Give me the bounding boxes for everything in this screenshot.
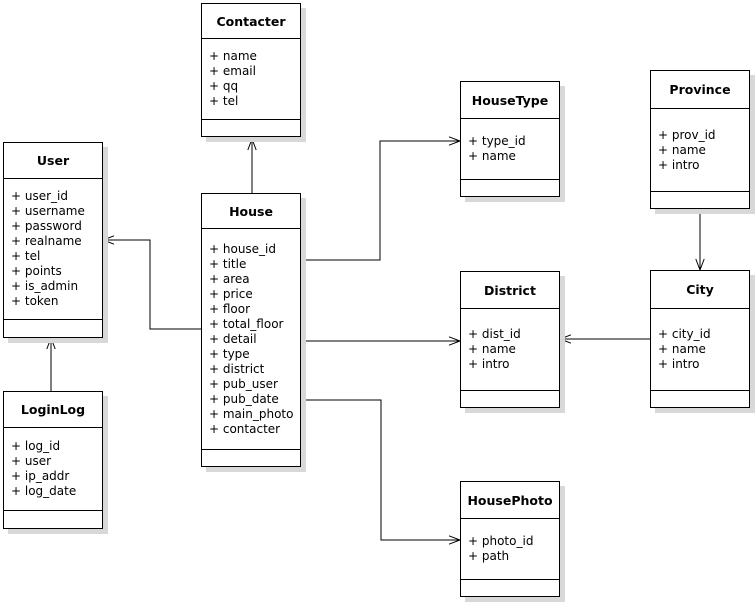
class-attribute: + district bbox=[209, 361, 265, 376]
attributes-compartment: + name+ email+ qq+ tel bbox=[202, 39, 300, 119]
class-attribute: + area bbox=[209, 271, 250, 286]
class-attribute: + pub_date bbox=[209, 391, 279, 406]
class-attribute: + points bbox=[11, 264, 62, 278]
operations-compartment bbox=[651, 191, 749, 208]
operations-compartment bbox=[4, 319, 102, 337]
class-attribute: + city_id bbox=[658, 327, 711, 341]
class-box-housetype: HouseType + type_id+ name bbox=[460, 81, 560, 197]
class-title: Province bbox=[651, 71, 749, 109]
class-box-district: District + dist_id+ name+ intro bbox=[460, 271, 560, 408]
class-box-province: Province + prov_id+ name+ intro bbox=[650, 70, 750, 209]
class-title: Contacter bbox=[202, 4, 300, 39]
class-attribute: + name bbox=[209, 49, 257, 63]
attributes-compartment: + type_id+ name bbox=[461, 119, 559, 179]
class-attribute: + photo_id bbox=[468, 534, 534, 548]
class-attribute: + intro bbox=[658, 157, 700, 172]
class-attribute: + log_date bbox=[11, 484, 77, 498]
arrowhead-house-to-contacter bbox=[247, 137, 257, 151]
class-attribute: + total_floor bbox=[209, 316, 284, 331]
class-attribute: + intro bbox=[468, 357, 510, 371]
class-box-user: User + user_id+ username+ password+ real… bbox=[3, 142, 103, 338]
class-attribute: + email bbox=[209, 64, 256, 78]
class-title: HouseType bbox=[461, 82, 559, 119]
arrowhead-loginlog-to-user bbox=[46, 336, 56, 350]
class-attribute: + contacter bbox=[209, 421, 281, 436]
class-attribute: + name bbox=[658, 342, 706, 356]
class-attribute: + realname bbox=[11, 234, 82, 248]
class-attribute: + path bbox=[468, 549, 510, 563]
arrowhead-city-to-district bbox=[558, 334, 572, 344]
class-attribute: + name bbox=[468, 149, 516, 163]
connector-house-to-housetype bbox=[301, 140, 460, 261]
class-attribute: + dist_id bbox=[468, 327, 521, 341]
class-attribute: + username bbox=[11, 204, 85, 218]
class-title: District bbox=[461, 272, 559, 309]
attributes-compartment: + photo_id+ path bbox=[461, 519, 559, 579]
operations-compartment bbox=[202, 449, 300, 466]
class-title: LoginLog bbox=[4, 392, 102, 428]
connector-house-to-user bbox=[103, 239, 201, 330]
class-attribute: + title bbox=[209, 256, 247, 271]
class-attribute: + pub_user bbox=[209, 376, 278, 391]
class-attribute: + ip_addr bbox=[11, 469, 70, 483]
class-attribute: + name bbox=[658, 142, 706, 157]
class-box-house: House + house_id+ title+ area+ price+ fl… bbox=[201, 193, 301, 467]
class-attribute: + log_id bbox=[11, 439, 61, 453]
class-attribute: + password bbox=[11, 219, 82, 233]
class-attribute: + is_admin bbox=[11, 279, 79, 293]
attributes-compartment: + dist_id+ name+ intro bbox=[461, 309, 559, 390]
operations-compartment bbox=[461, 579, 559, 596]
class-attribute: + qq bbox=[209, 79, 239, 93]
class-box-city: City + city_id+ name+ intro bbox=[650, 270, 750, 408]
class-box-housephoto: HousePhoto + photo_id+ path bbox=[460, 481, 560, 597]
operations-compartment bbox=[461, 390, 559, 407]
class-attribute: + tel bbox=[11, 249, 41, 263]
operations-compartment bbox=[4, 510, 102, 528]
class-attribute: + detail bbox=[209, 331, 257, 346]
connector-house-to-housephoto bbox=[301, 399, 460, 541]
class-title: User bbox=[4, 143, 102, 179]
class-attribute: + tel bbox=[209, 94, 239, 108]
class-attribute: + intro bbox=[658, 357, 700, 371]
class-attribute: + price bbox=[209, 286, 253, 301]
attributes-compartment: + user_id+ username+ password+ realname+… bbox=[4, 179, 102, 319]
class-attribute: + house_id bbox=[209, 241, 277, 256]
class-attribute: + main_photo bbox=[209, 406, 294, 421]
class-title: House bbox=[202, 194, 300, 229]
attributes-compartment: + house_id+ title+ area+ price+ floor+ t… bbox=[202, 229, 300, 449]
class-attribute: + user_id bbox=[11, 189, 68, 203]
attributes-compartment: + prov_id+ name+ intro bbox=[651, 109, 749, 191]
operations-compartment bbox=[651, 390, 749, 407]
class-attribute: + type_id bbox=[468, 134, 526, 148]
class-attribute: + floor bbox=[209, 301, 251, 316]
class-title: HousePhoto bbox=[461, 482, 559, 519]
class-attribute: + user bbox=[11, 454, 52, 468]
class-attribute: + prov_id bbox=[658, 127, 716, 142]
attributes-compartment: + log_id+ user+ ip_addr+ log_date bbox=[4, 428, 102, 510]
attributes-compartment: + city_id+ name+ intro bbox=[651, 309, 749, 390]
class-attribute: + token bbox=[11, 294, 59, 308]
operations-compartment bbox=[202, 119, 300, 136]
class-attribute: + name bbox=[468, 342, 516, 356]
class-attribute: + type bbox=[209, 346, 250, 361]
class-title: City bbox=[651, 271, 749, 309]
class-box-contacter: Contacter + name+ email+ qq+ tel bbox=[201, 3, 301, 137]
class-box-loginlog: LoginLog + log_id+ user+ ip_addr+ log_da… bbox=[3, 391, 103, 529]
arrowhead-house-to-user bbox=[101, 235, 115, 245]
operations-compartment bbox=[461, 179, 559, 196]
